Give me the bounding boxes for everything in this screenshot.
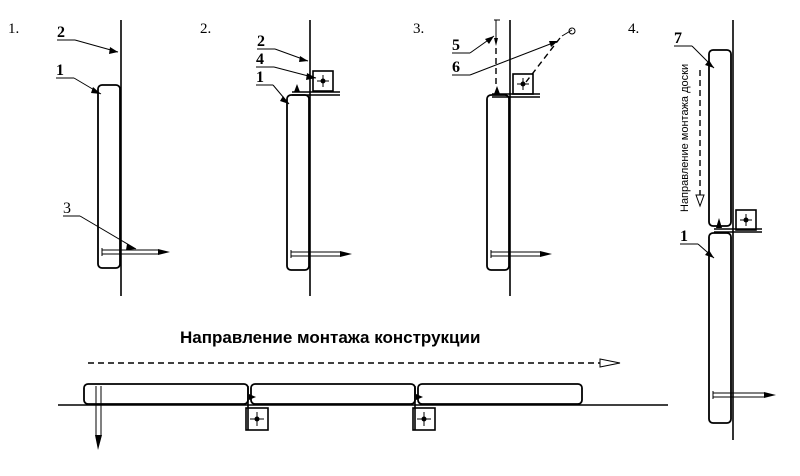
step-2-callout-clip: 4 [256, 51, 264, 68]
seam-clip-1 [245, 386, 269, 431]
construction-direction-caption: Направление монтажа конструкции [180, 328, 480, 347]
step-3-board [486, 94, 510, 271]
step-3-callout-nail-clip: 5 [452, 37, 460, 54]
step-4-nail [712, 391, 776, 399]
seam-clip-2 [412, 386, 436, 431]
step-1-number: 1. [8, 21, 19, 37]
step-1-callout-board: 1 [56, 62, 64, 79]
step-3-nail-clip [494, 19, 500, 86]
step-4-number: 4. [628, 21, 639, 37]
step-2-board [286, 94, 310, 271]
board-direction-caption: Направление монтажа доски [679, 64, 691, 212]
step-4-board [708, 232, 732, 424]
step-3-screw [525, 27, 576, 83]
step-2-nail [290, 250, 352, 258]
step-2-callout-wall: 2 [257, 33, 265, 50]
construction-panel: Направление монтажа конструкции [58, 328, 668, 450]
step-4-panel: 4. Направление монтажа доски 7 [628, 20, 776, 440]
step-1-callout-nail: 3 [63, 200, 71, 217]
step-1-board [97, 84, 121, 269]
step-3-clip [492, 73, 540, 98]
step-1-callout-wall: 2 [57, 24, 65, 41]
step-3-callout-screw: 6 [452, 59, 460, 76]
step-2-clip [292, 70, 340, 96]
horizontal-board-3 [417, 383, 583, 405]
step-4-clip [714, 209, 762, 233]
step-3-nail [490, 250, 552, 258]
step-1-nail [101, 248, 170, 256]
step-3-panel: 3. [413, 19, 576, 296]
step-4-callout-board: 1 [680, 228, 688, 245]
step-4-callout-next-board: 7 [674, 30, 682, 47]
step-2-number: 2. [200, 21, 211, 37]
step-1-panel: 1. 2 1 3 [8, 20, 170, 296]
step-4-next-board [708, 49, 732, 227]
horizontal-board-1 [83, 383, 249, 405]
first-board-nail [95, 386, 102, 450]
step-2-panel: 2. 2 4 1 [200, 20, 352, 296]
step-2-callout-board: 1 [256, 69, 264, 86]
step-3-number: 3. [413, 21, 424, 37]
horizontal-board-2 [250, 383, 416, 405]
